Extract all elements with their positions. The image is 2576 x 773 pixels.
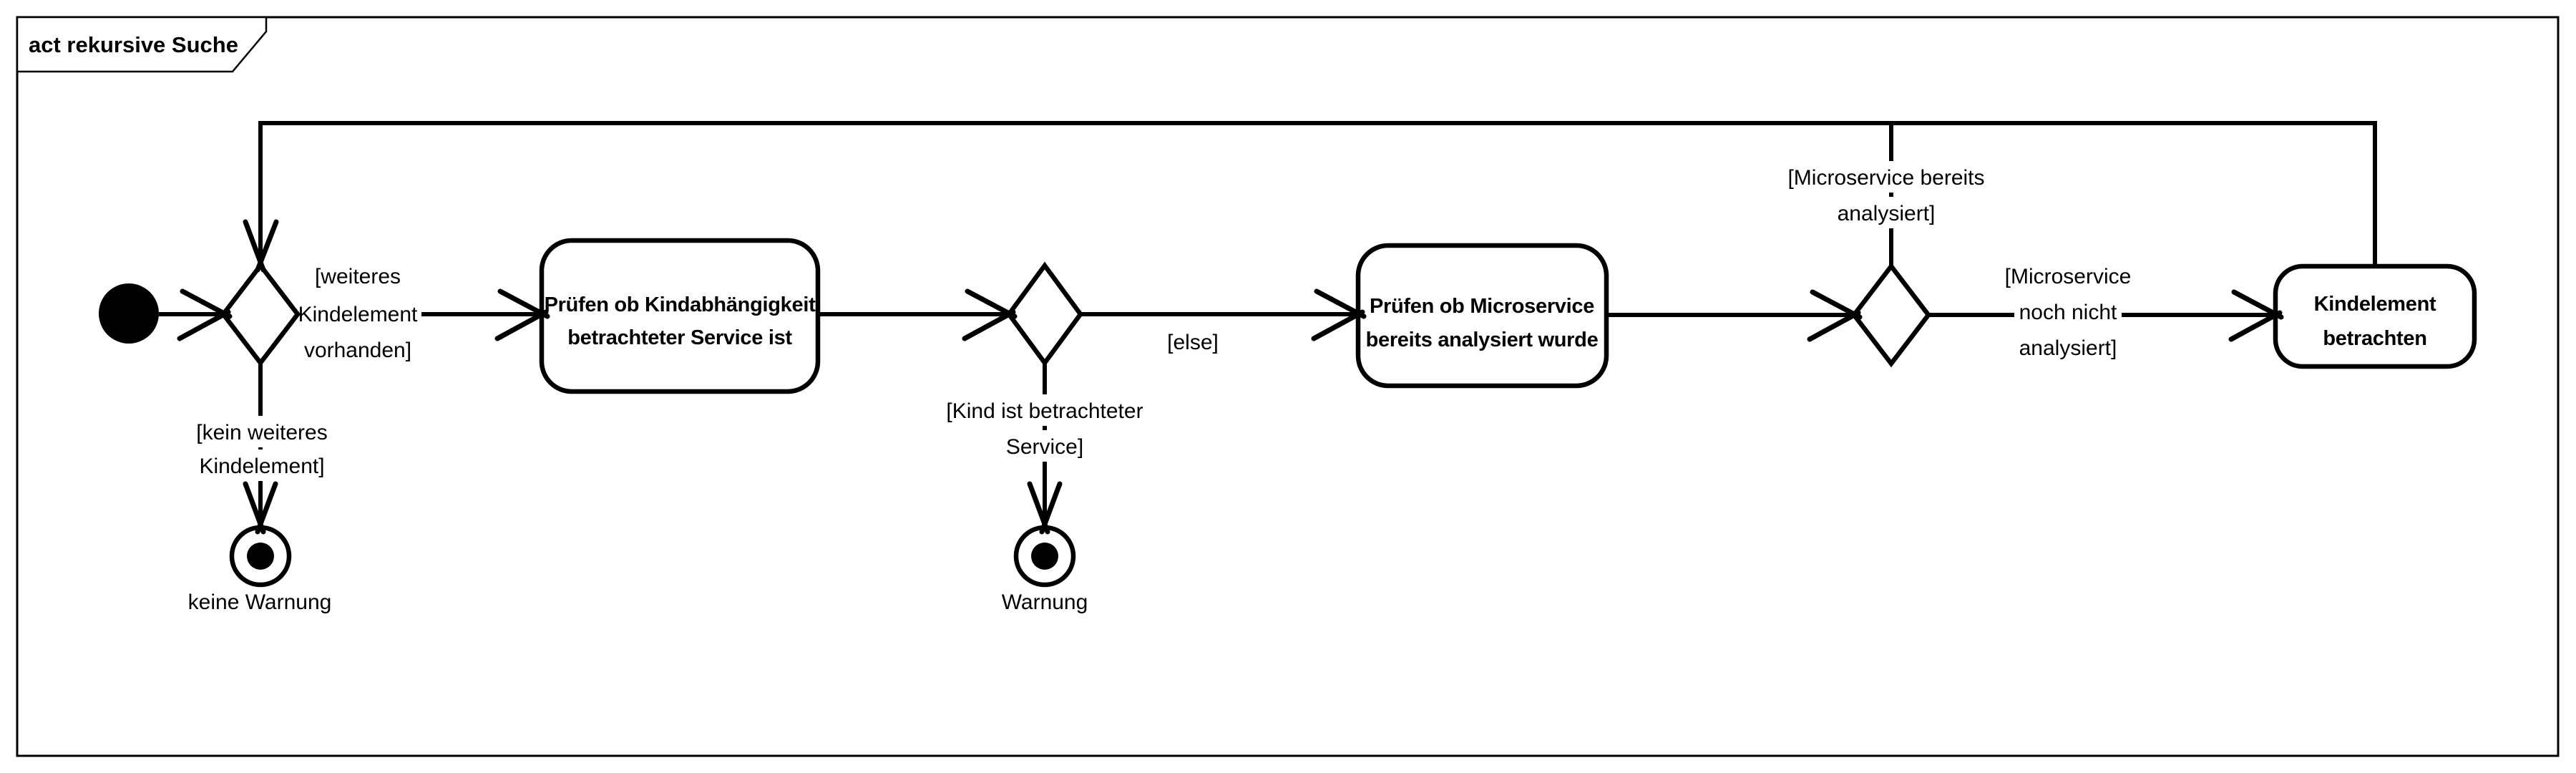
guard-ms-not-yet-line1: [Microservice xyxy=(2005,265,2132,288)
labelbg-ms-bereits xyxy=(1776,161,1996,193)
action-check-microservice-line2: bereits analysiert wurde xyxy=(1366,329,1599,351)
arrowhead-action2-left xyxy=(1311,288,1367,341)
labelbg-noch-nicht xyxy=(2014,296,2122,328)
arrowhead-decision2-left xyxy=(962,288,1018,341)
initial-node-circle xyxy=(99,283,159,344)
action-view-child-element-line1: Kindelement xyxy=(2314,293,2436,316)
labelbg-kind-ist xyxy=(930,394,1159,426)
decision-ms-analyzed xyxy=(1850,262,1932,368)
final-node-no-warning-label: keine Warnung xyxy=(188,590,332,614)
frame-title-tab xyxy=(16,16,268,73)
guard-more-child-line2: Kindelement xyxy=(298,303,418,326)
guard-no-more-child-line1: [kein weiteres xyxy=(196,421,327,444)
labelbg-kein-weiteres xyxy=(187,416,333,447)
guard-else: [else] xyxy=(1167,331,1219,354)
arrowhead-decision1-left xyxy=(177,288,233,341)
guard-more-child-line3: vorhanden] xyxy=(304,339,411,362)
labelbg-analysiert xyxy=(1829,197,1943,228)
action-view-child-element-line2: betrachten xyxy=(2323,327,2426,350)
final-node-no-warning: keine Warnung xyxy=(188,525,332,614)
final-node-warning: Warnung xyxy=(1002,525,1088,614)
final-node-no-warning-inner xyxy=(247,543,274,570)
action-view-child-element-box xyxy=(2273,263,2477,369)
final-node-warning-inner xyxy=(1031,543,1058,570)
guard-ms-already-line2: analysiert] xyxy=(1838,202,1936,225)
decision-more-child xyxy=(220,261,301,367)
action-check-microservice-line1: Prüfen ob Microservice xyxy=(1370,295,1594,318)
arrowhead-decision3-left xyxy=(1807,289,1863,342)
action-check-microservice: Prüfen ob Microservice bereits analysier… xyxy=(1355,243,1609,389)
guard-label-backgrounds xyxy=(187,161,2122,481)
guard-ms-not-yet-line2: noch nicht xyxy=(2019,301,2117,324)
guard-ms-not-yet-line3: analysiert] xyxy=(2019,336,2117,360)
decision-child-is-service xyxy=(1005,261,1084,367)
guard-child-is-service-line2: Service] xyxy=(1006,435,1083,459)
arrowhead-action3-left xyxy=(2228,289,2284,342)
arrowhead-decision1-top xyxy=(243,219,279,273)
action-check-child-dependency-line1: Prüfen ob Kindabhängigkeit xyxy=(545,293,816,316)
labelbg-service xyxy=(1000,430,1090,462)
labelbg-kindelement xyxy=(294,298,421,330)
labelbg-kindelement2 xyxy=(192,449,329,481)
arrowhead-final1-top xyxy=(243,481,278,535)
action-check-child-dependency: Prüfen ob Kindabhängigkeit betrachteter … xyxy=(539,238,821,394)
guard-labels: [weiteres Kindelement vorhanden] [kein w… xyxy=(196,166,2131,478)
arrowhead-action1-left xyxy=(494,288,550,341)
guard-child-is-service-line1: [Kind ist betrachteter xyxy=(946,399,1143,423)
arrowhead-final2-top xyxy=(1027,481,1063,535)
diagram-frame-border xyxy=(16,16,2560,757)
edge-loop-back xyxy=(258,121,2377,266)
guard-ms-already-line1: [Microservice bereits xyxy=(1787,166,1984,190)
guard-more-child-line1: [weiteres xyxy=(315,265,401,288)
final-node-warning-label: Warnung xyxy=(1002,590,1088,614)
initial-node xyxy=(99,283,159,344)
action-view-child-element: Kindelement betrachten xyxy=(2273,263,2477,369)
frame-title: act rekursive Suche xyxy=(29,32,238,57)
arrowheads xyxy=(177,219,2284,535)
action-check-child-dependency-line2: betrachteter Service ist xyxy=(567,326,792,349)
guard-no-more-child-line2: Kindelement] xyxy=(199,454,324,478)
